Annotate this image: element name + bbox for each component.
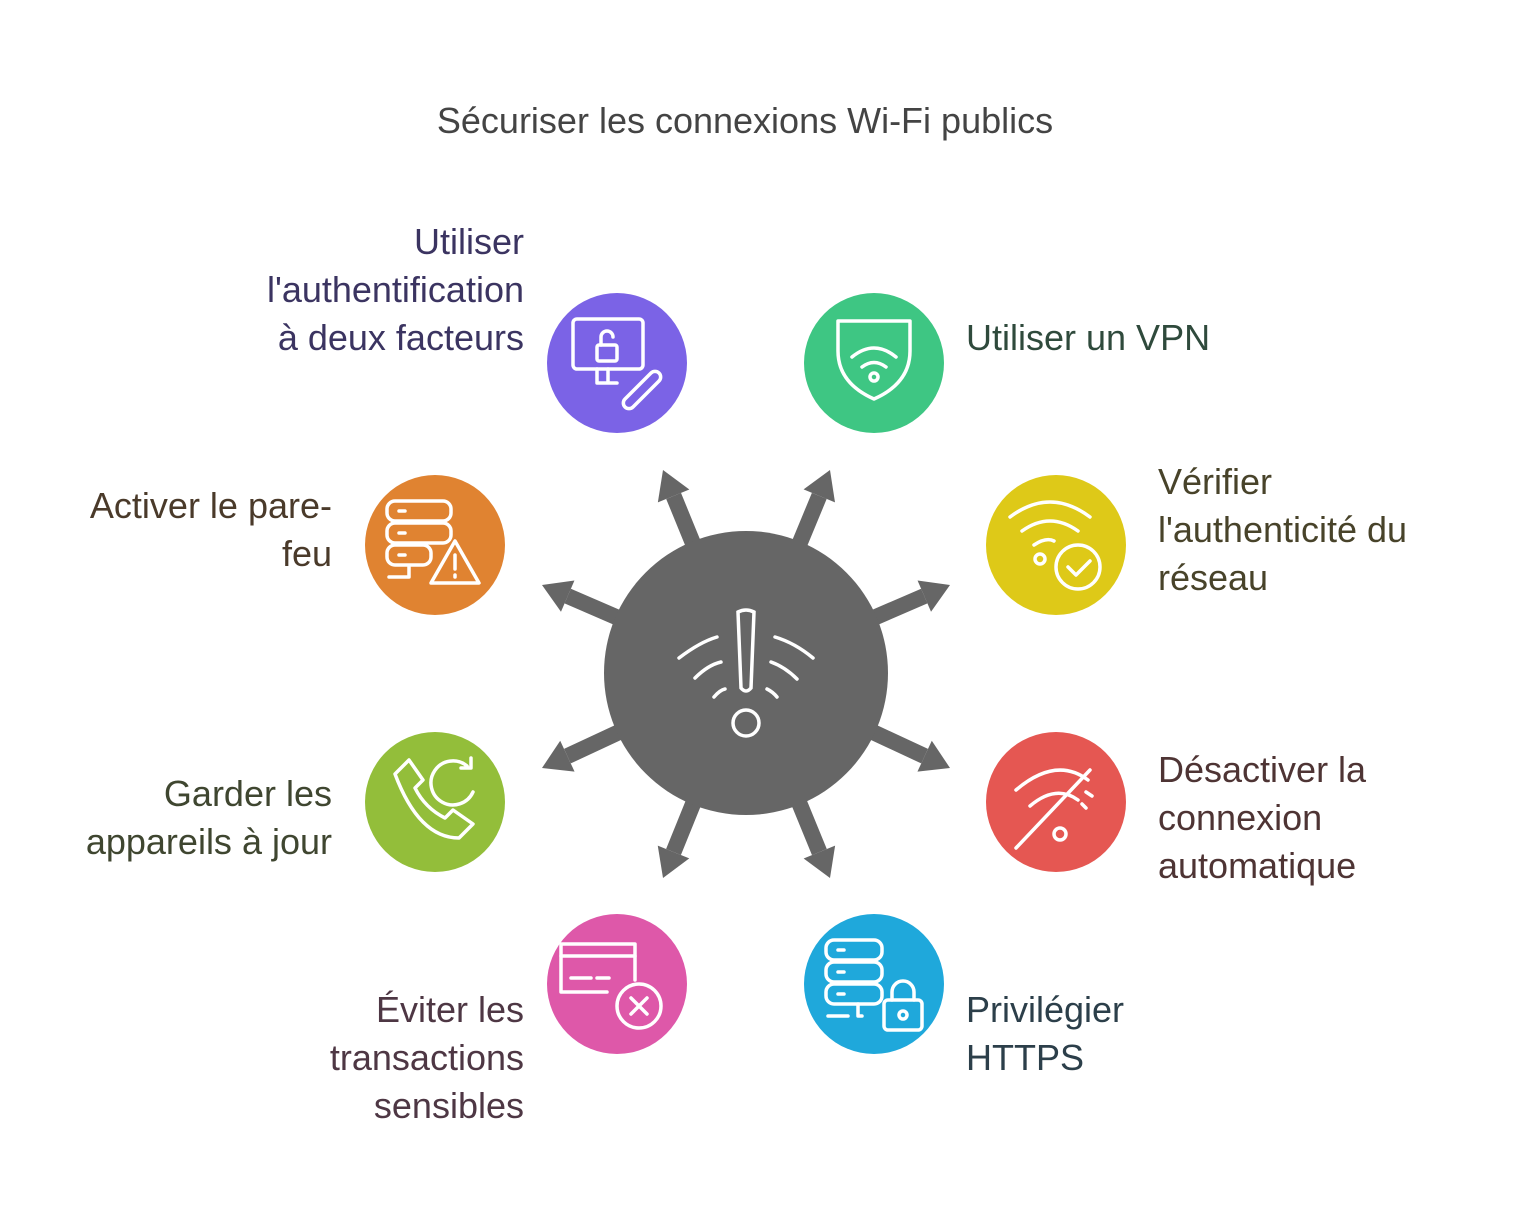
label-line: Utiliser	[413, 221, 524, 262]
label-two-factor: Utiliser l'authentification à deux facte…	[267, 218, 524, 362]
arrow-head	[803, 470, 836, 503]
arrow-head	[542, 580, 575, 612]
label-line: Désactiver la	[1158, 749, 1367, 790]
node-circle	[986, 732, 1126, 872]
label-line: sensibles	[373, 1085, 524, 1126]
node-card-cancel	[547, 914, 687, 1054]
server-lock-icon	[824, 938, 924, 1032]
node-shield-wifi	[804, 293, 944, 433]
node-wifi-off	[986, 732, 1126, 872]
wifi-off-icon	[1014, 768, 1094, 850]
label-line: l'authentification	[266, 269, 524, 310]
diagram-title: Sécuriser les connexions Wi-Fi publics	[436, 100, 1054, 141]
label-firewall: Activer le pare- feu	[90, 482, 332, 578]
label-line: à deux facteurs	[277, 317, 524, 358]
label-verify-network: Vérifier l'authenticité du réseau	[1158, 458, 1407, 602]
node-circle	[986, 475, 1126, 615]
node-circle	[365, 732, 505, 872]
server-warning-icon	[385, 499, 481, 585]
label-line: transactions	[329, 1037, 524, 1078]
node-server-warning	[365, 475, 505, 615]
arrow-head	[803, 845, 836, 878]
arrow-head	[542, 740, 575, 772]
label-line: connexion	[1158, 797, 1323, 838]
label-line: Vérifier	[1158, 461, 1273, 502]
label-vpn: Utiliser un VPN	[966, 314, 1210, 362]
label-avoid-transactions: Éviter les transactions sensibles	[330, 986, 524, 1130]
card-cancel-icon	[559, 942, 663, 1030]
label-line: Privilégier	[966, 989, 1125, 1030]
node-server-lock	[804, 914, 944, 1054]
label-update-devices: Garder les appareils à jour	[86, 770, 332, 866]
node-circle	[365, 475, 505, 615]
center-circle	[604, 531, 888, 815]
node-two-factor-lock-phone	[547, 293, 687, 433]
arrow-head	[657, 845, 690, 878]
wifi-check-icon	[1008, 500, 1102, 591]
label-line: Éviter les	[375, 989, 524, 1030]
label-https: Privilégier HTTPS	[966, 986, 1124, 1082]
node-wifi-check	[986, 475, 1126, 615]
label-line: Garder les	[163, 773, 332, 814]
label-line: HTTPS	[966, 1037, 1085, 1078]
label-line: automatique	[1158, 845, 1357, 886]
wifi-warning-icon	[677, 608, 815, 738]
label-line: réseau	[1158, 557, 1269, 598]
phone-refresh-icon	[393, 756, 475, 840]
label-line: Utiliser un VPN	[966, 317, 1211, 358]
node-phone-refresh	[365, 732, 505, 872]
arrow-head	[657, 470, 690, 503]
label-line: Activer le pare-	[89, 485, 332, 526]
label-disable-autoconnect: Désactiver la connexion automatique	[1158, 746, 1366, 890]
label-line: appareils à jour	[85, 821, 332, 862]
two-factor-lock-phone-icon	[571, 317, 663, 411]
shield-wifi-icon	[836, 319, 912, 401]
arrow-head	[917, 740, 950, 772]
label-line: l'authenticité du	[1158, 509, 1408, 550]
node-circle	[547, 914, 687, 1054]
node-circle	[547, 293, 687, 433]
arrow-head	[917, 580, 950, 612]
label-line: feu	[281, 533, 332, 574]
